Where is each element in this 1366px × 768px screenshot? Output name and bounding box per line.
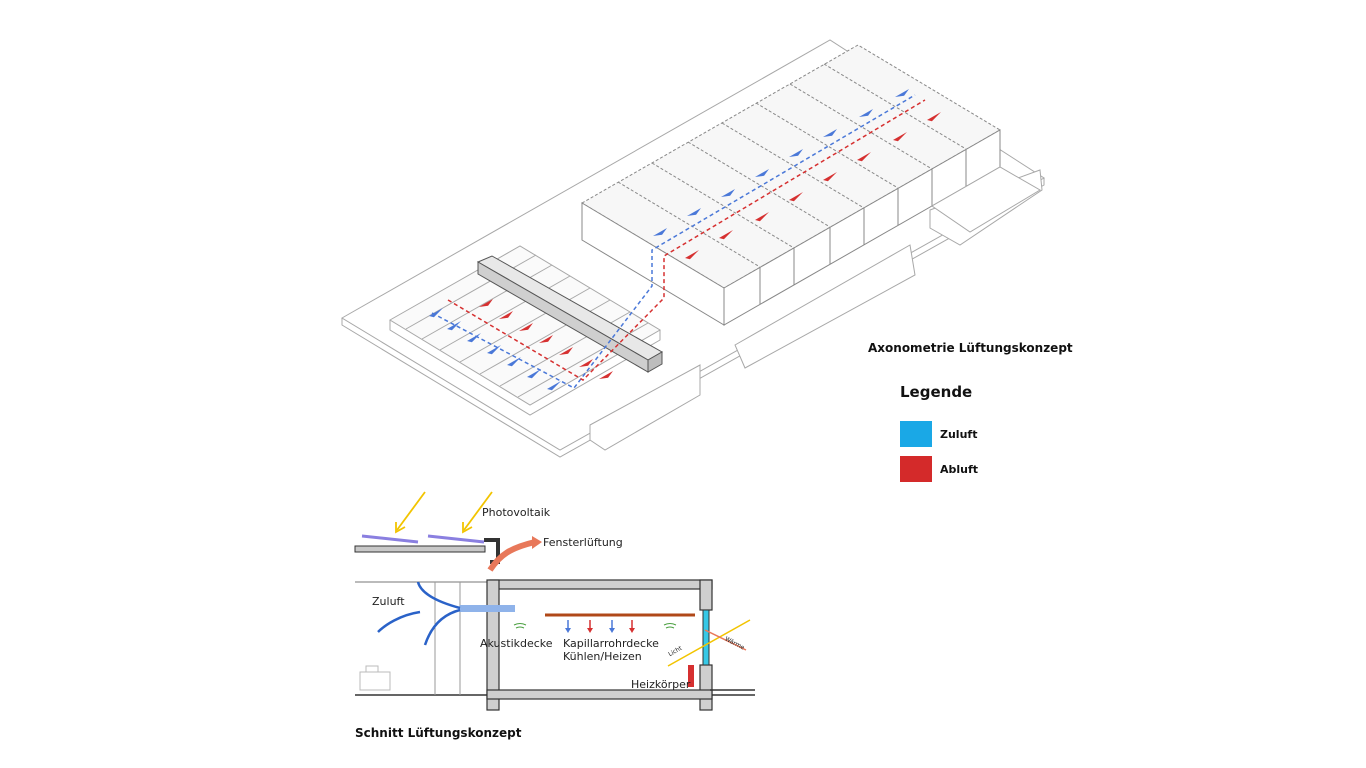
capillary-arrowhead: [629, 628, 635, 633]
legend-swatch-supply: [900, 421, 932, 447]
label-photovoltaik: Photovoltaik: [482, 506, 551, 519]
capillary-arrowhead: [609, 628, 615, 633]
capillary-arrows: [565, 620, 635, 633]
exhaust-arrow: [857, 152, 871, 162]
supply-arrow: [653, 228, 667, 236]
supply-arrow: [547, 381, 561, 391]
exhaust-arrow: [599, 371, 613, 379]
supply-arrow: [859, 109, 873, 117]
supply-arrow: [823, 129, 837, 137]
window: [702, 609, 710, 666]
supply-arrow: [895, 89, 909, 97]
base-slab-edge: [341, 178, 1045, 458]
exhaust-arrow: [479, 299, 493, 307]
section-caption: Schnitt Lüftungskonzept: [355, 726, 522, 740]
light-ray: [667, 619, 751, 667]
supply-arrow: [721, 189, 735, 197]
exhaust-arrow: [823, 172, 837, 182]
supply-arrow: [487, 345, 501, 355]
flow-arrows: [429, 89, 941, 391]
label-kapillar: Kapillarrohrdecke: [563, 637, 659, 650]
legend-title: Legende: [900, 383, 973, 401]
exhaust-arrow: [499, 311, 513, 319]
legend-item-supply: Zuluft: [900, 421, 977, 447]
pv-panel: [427, 534, 485, 544]
window-vent-arrow: [487, 539, 536, 572]
air-paths: [431, 94, 926, 389]
section-drawing: [354, 491, 755, 711]
exhaust-arrow: [755, 212, 769, 222]
label-fensterlueftung: Fensterlüftung: [543, 536, 623, 549]
axo-caption: Axonometrie Lüftungskonzept: [868, 341, 1073, 355]
podium-block: [734, 244, 916, 369]
heat-ray: [704, 629, 747, 651]
legend-swatch-exhaust: [900, 456, 932, 482]
furniture: [359, 665, 391, 691]
radiator: [688, 665, 694, 687]
exhaust-arrow: [519, 323, 533, 331]
exhaust-arrow: [559, 347, 573, 355]
supply-arrow: [687, 208, 701, 216]
supply-duct: [460, 605, 515, 612]
sun-rays: [395, 491, 493, 534]
side-block: [931, 166, 1041, 233]
room-section: [486, 579, 713, 711]
capillary-arrowhead: [565, 628, 571, 633]
pv-panel: [361, 534, 419, 544]
label-heizkoerper: Heizkörper: [631, 678, 691, 691]
supply-arrow: [527, 369, 541, 379]
supply-arrow: [447, 321, 461, 331]
legend-label: Abluft: [940, 462, 979, 476]
supply-arrow: [429, 308, 443, 318]
neighbour-roof: [354, 545, 486, 553]
legend-label: Zuluft: [940, 427, 978, 441]
supply-arrow: [755, 169, 769, 177]
label-akustikdecke: Akustikdecke: [480, 637, 553, 650]
acoustic-icons: [513, 623, 677, 629]
supply-arrow: [467, 333, 481, 343]
axonometry-drawing: [341, 39, 1045, 458]
label-kuehlen-heizen: Kühlen/Heizen: [563, 650, 642, 663]
capillary-arrowhead: [587, 628, 593, 633]
exhaust-duct-path: [447, 99, 926, 381]
podium-block: [589, 364, 701, 451]
supply-arrow: [789, 149, 803, 157]
supply-flow-arrows: [377, 581, 461, 646]
upper-building: [581, 44, 1001, 326]
legend-item-exhaust: Abluft: [900, 456, 978, 482]
exhaust-arrow: [579, 359, 593, 367]
supply-arrow: [507, 357, 521, 367]
exhaust-arrow: [719, 230, 733, 240]
exhaust-arrow: [789, 192, 803, 202]
exhaust-arrow: [685, 250, 699, 260]
exhaust-arrow: [539, 335, 553, 343]
exhaust-arrow: [893, 132, 907, 142]
exhaust-arrow: [927, 112, 941, 122]
roof-bar: [476, 255, 664, 373]
supply-duct-path: [431, 94, 916, 389]
label-zuluft: Zuluft: [372, 595, 405, 608]
